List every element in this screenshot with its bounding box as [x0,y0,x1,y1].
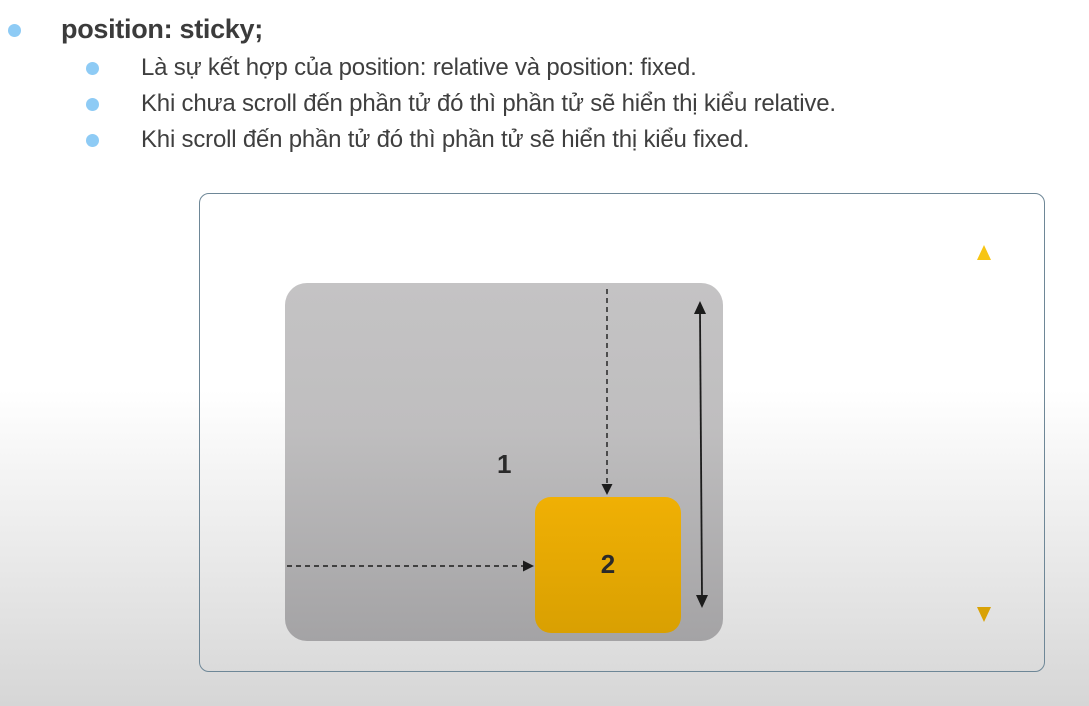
list-item-text: Là sự kết hợp của position: relative và … [141,54,697,81]
sticky-element-label: 2 [600,549,616,579]
bullet-icon [86,134,99,147]
bullet-list: Là sự kết hợp của position: relative và … [0,52,1000,160]
heading-title: position: sticky; [61,14,263,44]
bullet-icon [86,62,99,75]
list-item: Khi chưa scroll đến phần tử đó thì phần … [0,88,1000,124]
parent-element-label: 1 [497,449,512,479]
sticky-element-box: 2 [535,497,681,633]
scroll-arrow-icon [977,245,991,622]
bullet-icon [8,24,21,37]
viewport-frame [199,193,1045,672]
parent-height-arrow-icon [694,301,708,608]
list-item-text: Khi chưa scroll đến phần tử đó thì phần … [141,90,836,117]
bullet-icon [86,98,99,111]
list-item: Là sự kết hợp của position: relative và … [0,52,1000,88]
top-offset-arrow [601,289,613,495]
heading-row: position: sticky; [0,12,600,48]
list-item: Khi scroll đến phần tử đó thì phần tử sẽ… [0,124,1000,160]
list-item-text: Khi scroll đến phần tử đó thì phần tử sẽ… [141,126,750,153]
left-offset-arrow [287,560,534,572]
